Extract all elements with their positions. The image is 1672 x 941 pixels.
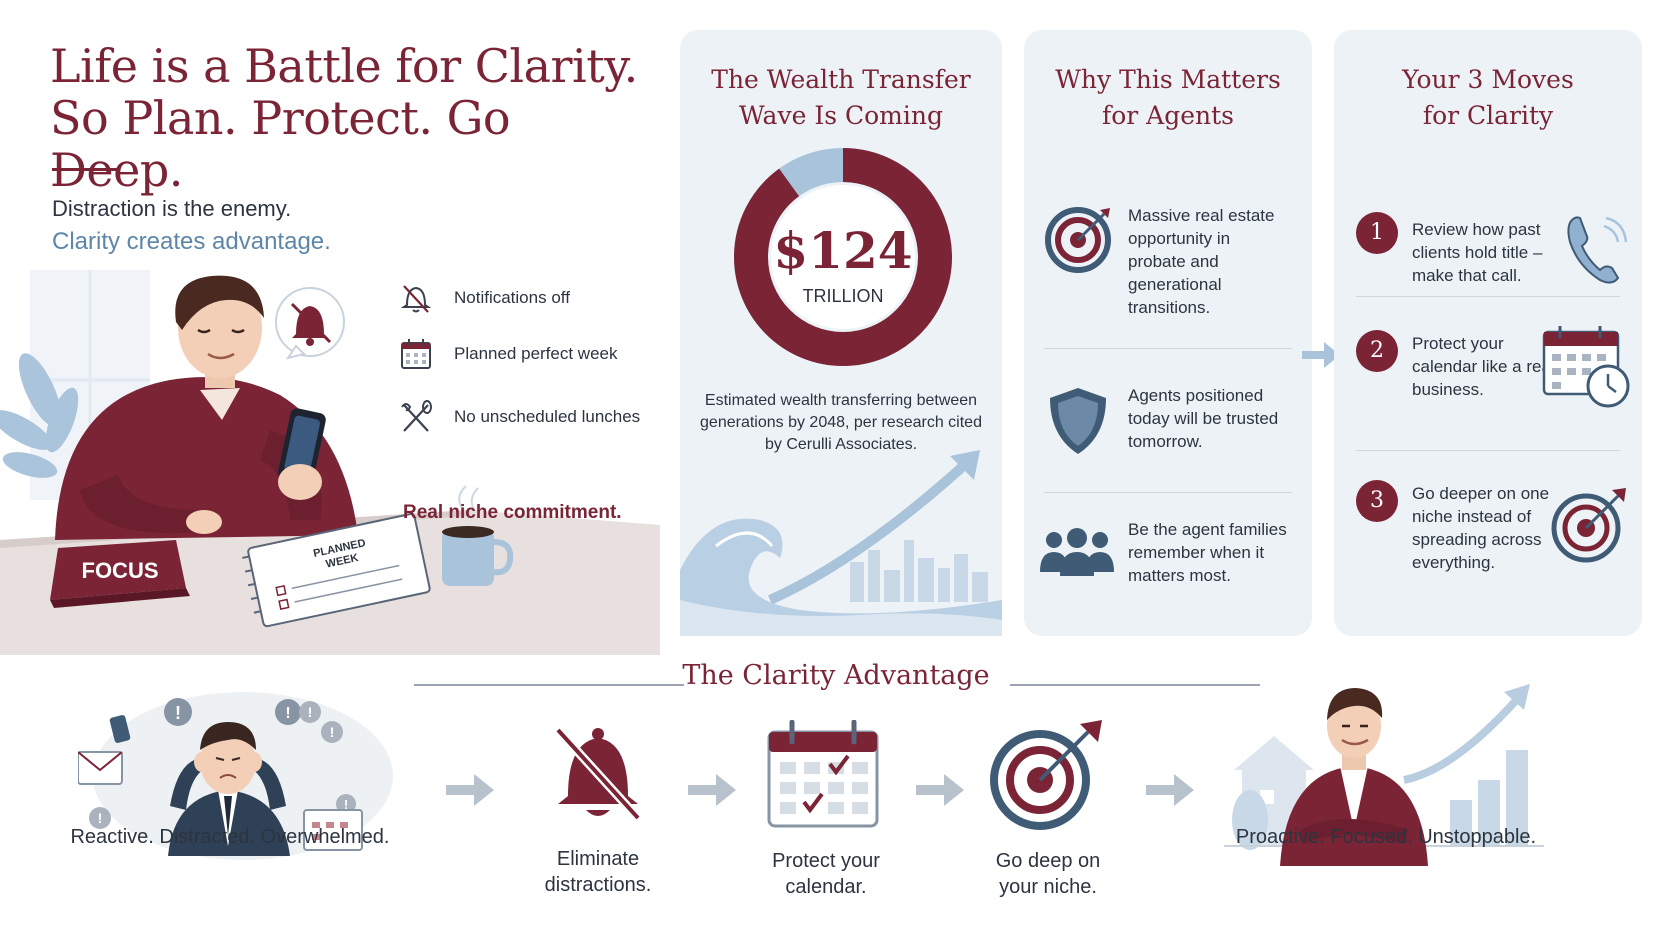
calendar-check-icon [767, 720, 879, 828]
headline-line-2: So Plan. Protect. Go Deep. [50, 91, 511, 197]
move-number-badge: 1 [1356, 212, 1398, 254]
subtitle-advantage: Clarity creates advantage. [52, 228, 331, 255]
arrow-right-icon [916, 774, 964, 806]
advantage-rule-right [1010, 684, 1260, 686]
svg-text:!: ! [308, 704, 313, 720]
people-icon [1040, 528, 1114, 576]
planned-week-notebook: PLANNED WEEK [242, 513, 431, 628]
move-item-text: Review how past clients hold title – mak… [1412, 220, 1543, 285]
crossed-utensils-icon [401, 400, 432, 432]
target-arrow-icon [990, 720, 1102, 830]
svg-text:!: ! [175, 703, 181, 723]
shield-icon [1050, 388, 1106, 454]
arrow-right-icon [446, 774, 494, 806]
svg-text:!: ! [98, 810, 103, 826]
list-item-label: Notifications off [454, 288, 570, 307]
city-skyline [850, 540, 988, 602]
move-item-text: Protect your calendar like a real busine… [1412, 334, 1555, 399]
focus-sign: FOCUS [50, 540, 190, 608]
why-divider [1044, 492, 1292, 493]
why-item-text: Be the agent families remember when it m… [1128, 520, 1287, 585]
coffee-mug [442, 485, 514, 586]
target-icon [1045, 207, 1111, 273]
wave-shape [680, 518, 1002, 636]
step-label-eliminate: Eliminate distractions. [544, 848, 652, 896]
notification-bubbles: ! ! ! ! ! ! [89, 698, 356, 829]
hero-illustration: FOCUS PLANNED WEEK [0, 270, 660, 655]
why-item-text: Massive real estate opportunity in proba… [1128, 206, 1275, 317]
plant-shape [0, 353, 79, 478]
confident-man-figure [1280, 688, 1428, 866]
calendar-clock-icon [1542, 326, 1630, 408]
subtitle-enemy: Distraction is the enemy. [52, 196, 292, 221]
stressed-man-figure [168, 722, 290, 856]
wealth-unit: TRILLION [802, 286, 883, 306]
advantage-title: The Clarity Advantage [682, 660, 990, 691]
headline-rule [52, 168, 118, 171]
list-item-label: Planned perfect week [454, 344, 618, 363]
moves-divider [1356, 450, 1620, 451]
list-item-no-lunches: No unscheduled lunches [398, 399, 640, 435]
niche-commitment: Real niche commitment. [403, 502, 622, 523]
moves-panel-title: Your 3 Moves for Clarity [1402, 65, 1574, 130]
arrow-right-icon [1146, 774, 1194, 806]
focus-sign-text: FOCUS [82, 558, 159, 583]
man-figure [55, 275, 358, 540]
wealth-transfer-panel: The Wealth Transfer Wave Is Coming $124 … [680, 30, 1002, 636]
arrow-right-icon [688, 774, 736, 806]
move-number-badge: 3 [1356, 480, 1398, 522]
step-label-protect: Protect your calendar. [772, 850, 880, 898]
svg-text:!: ! [285, 705, 290, 722]
target-icon [1551, 488, 1626, 563]
overwhelmed-illustration: ! ! ! ! ! ! [78, 692, 393, 860]
step-label-reactive: Reactive. Distracted. Overwhelmed. [70, 826, 390, 848]
three-moves-panel: Your 3 Moves for Clarity 1 Review how pa… [1334, 30, 1642, 636]
wealth-panel-title: The Wealth Transfer Wave Is Coming [711, 65, 971, 130]
wave-and-skyline [680, 450, 1002, 636]
growth-bars [1450, 750, 1528, 846]
wealth-description: Estimated wealth transferring between ge… [700, 392, 982, 453]
step-label-go-deep: Go deep on your niche. [995, 850, 1101, 898]
confident-man-illustration [1224, 684, 1544, 866]
wealth-amount: $124 [773, 221, 912, 280]
why-item-text: Agents positioned today will be trusted … [1128, 386, 1279, 451]
bell-off-icon [554, 726, 642, 822]
advantage-rule-left [414, 684, 684, 686]
arrow-right-icon [1302, 342, 1340, 368]
list-item-label: No unscheduled lunches [454, 407, 641, 426]
bell-off-bubble [275, 287, 345, 360]
phone-icon [1567, 216, 1628, 284]
page-headline: Life is a Battle for Clarity. So Plan. P… [50, 40, 650, 196]
why-agents-panel: Why This Matters for Agents Massive real… [1024, 30, 1312, 636]
list-item-notifications: Notifications off [398, 280, 570, 316]
why-divider [1044, 348, 1292, 349]
step-label-proactive: Proactive. Focused. Unstoppable. [1235, 826, 1537, 848]
calendar-icon [401, 339, 431, 369]
move-number-badge: 2 [1356, 330, 1398, 372]
phone-icon [109, 715, 131, 743]
moves-divider [1356, 296, 1620, 297]
bell-off-icon [400, 285, 432, 313]
wealth-donut: $124 TRILLION [734, 148, 952, 366]
list-item-planned-week: Planned perfect week [398, 336, 618, 372]
headline-line-1: Life is a Battle for Clarity. [50, 39, 638, 93]
svg-text:!: ! [344, 797, 348, 812]
svg-text:!: ! [330, 724, 335, 740]
growth-arrow [767, 456, 974, 605]
donut-arc [734, 148, 952, 366]
why-panel-title: Why This Matters for Agents [1055, 65, 1281, 130]
move-item-text: Go deeper on one niche instead of spread… [1412, 484, 1550, 572]
